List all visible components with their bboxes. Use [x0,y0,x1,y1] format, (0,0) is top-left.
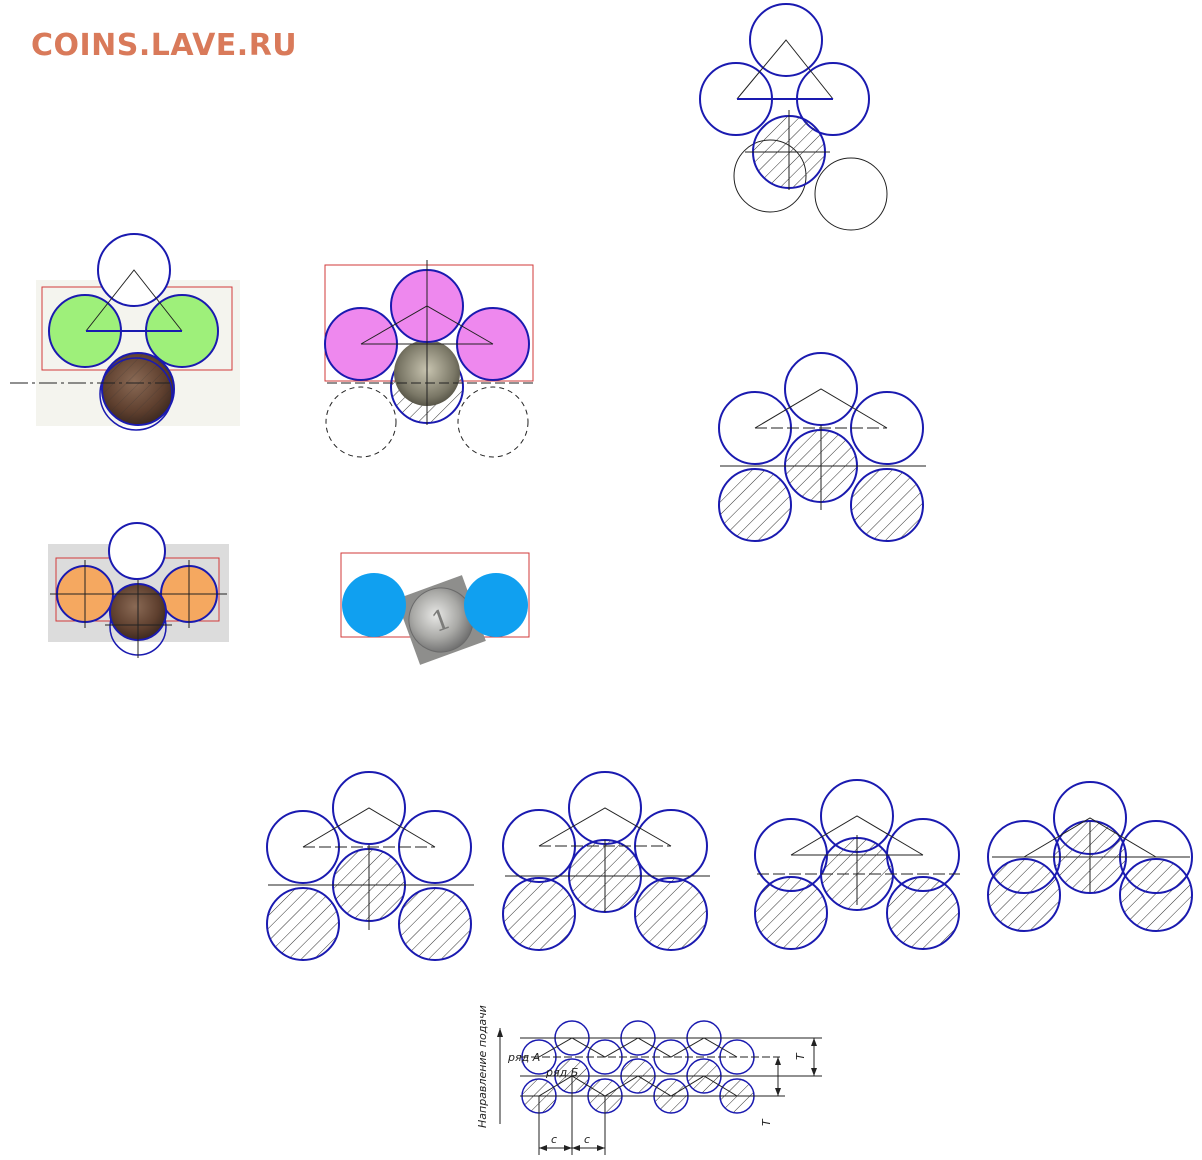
feed-layout-diagram: Направление подачи ряд А ряд Б Т Т с с [476,1005,822,1155]
arrow-head [811,1068,817,1076]
hatched-coin [398,887,472,961]
hatched-coin [886,876,960,950]
arrow-head [564,1145,572,1151]
dashed-coin [325,386,397,458]
arrow-head [775,1088,781,1096]
hatched-coin [634,877,708,951]
coin-outline [332,771,406,845]
triangle-guide [538,807,672,847]
coin-outline [108,522,166,580]
triangle-guide [754,388,888,429]
coin-outline [749,3,823,77]
arrow-head [572,1145,580,1151]
triangle-guide [736,39,834,100]
arrow-head [597,1145,605,1151]
hatched-coin [266,887,340,961]
figure-row-1 [266,771,474,961]
site-watermark: COINS.LAVE.RU [31,28,298,63]
triangle-guide [1023,817,1157,858]
arrow-head [539,1145,547,1151]
triangle-guide [302,807,436,848]
feed-direction-label: Направление подачи [476,1005,489,1128]
hatched-coin [754,876,828,950]
triangle-guide [85,269,183,332]
dimension-t-label: Т [794,1052,807,1060]
figure-pink [324,260,534,458]
figure-top-right [699,3,888,231]
dimension-t-label: Т [760,1118,773,1126]
coin-outline-thin [814,157,888,231]
triangle-guide [790,815,924,856]
figure-blue: 1 [340,552,530,665]
hatched-coin [502,877,576,951]
hatched-coin [850,468,924,542]
figure-orange [48,522,229,658]
row-a-label: ряд А [507,1051,540,1064]
dimension-c-label: с [584,1133,590,1146]
figure-row-4 [987,781,1193,932]
dashed-coin [457,386,529,458]
coin-hatch-overlay [102,353,174,425]
figure-middle-right [718,352,926,542]
figure-green [10,233,240,431]
figure-row-2 [502,771,710,951]
arrow-head [497,1028,503,1037]
blue-coin [342,573,406,637]
blue-coin [464,573,528,637]
silver-coin-photo: 1 [396,575,486,665]
arrow-head [775,1057,781,1065]
hatched-coin [987,858,1061,932]
dimension-c-label: с [551,1133,557,1146]
coin-outline [99,357,173,431]
figure-row-3 [754,779,960,950]
row-b-label: ряд Б [545,1066,578,1079]
arrow-head [811,1038,817,1046]
hatched-coin [1119,858,1193,932]
hatched-coin [718,468,792,542]
